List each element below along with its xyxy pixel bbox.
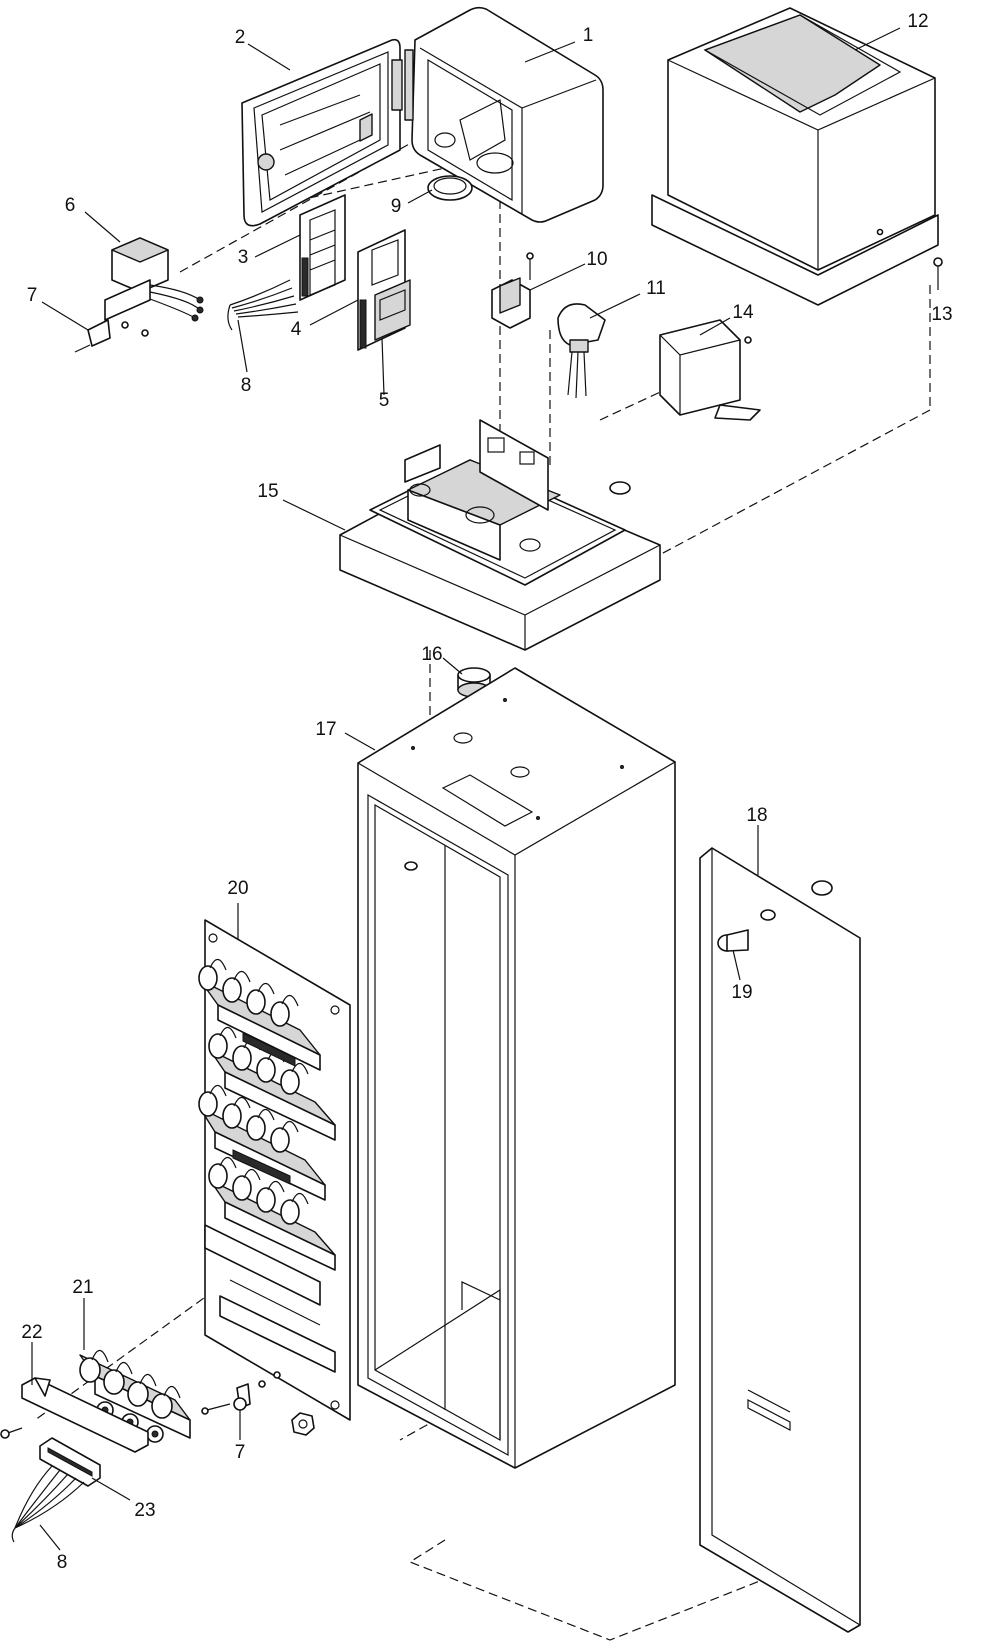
valve-panel-blank-slots (204, 1224, 336, 1373)
sensor-part-11 (557, 303, 606, 399)
connector-part-23 (39, 1437, 101, 1487)
valve-bank-3 (198, 1084, 326, 1201)
callout-2: 2 (235, 27, 246, 48)
callout-16: 16 (421, 644, 442, 665)
callout-13: 13 (931, 304, 952, 325)
callout-23: 23 (134, 1500, 155, 1521)
hex-nut (291, 1412, 315, 1436)
wire-harness-part-8-top (227, 279, 299, 331)
cable-clip-part-7-bottom (201, 1371, 281, 1415)
callout-9: 9 (391, 196, 402, 217)
callout-7-bottom: 7 (235, 1442, 246, 1463)
callout-10: 10 (586, 249, 607, 270)
wire-harness-part-8-bottom (11, 1465, 85, 1543)
callout-14: 14 (732, 302, 754, 323)
callout-labels: 1 2 3 4 5 6 7 8 9 10 11 12 13 14 15 16 1… (21, 11, 952, 1573)
valve-bank-2 (208, 1026, 336, 1141)
cable-gland-part-16 (457, 667, 491, 698)
callout-4: 4 (291, 319, 302, 340)
callout-3: 3 (238, 247, 249, 268)
callout-12: 12 (907, 11, 928, 32)
valve-bank-4 (208, 1156, 336, 1271)
protective-hood-part-12 (651, 7, 939, 306)
callout-20: 20 (227, 878, 248, 899)
callout-11: 11 (646, 278, 666, 299)
valve-bank-part-21 (79, 1349, 191, 1443)
screw-part-13 (933, 257, 943, 290)
callout-6: 6 (65, 195, 76, 216)
callout-15: 15 (257, 481, 278, 502)
relay-module-part-5 (374, 279, 411, 341)
callout-17: 17 (315, 719, 336, 740)
callout-22: 22 (21, 1322, 42, 1343)
callout-8-top: 8 (241, 375, 252, 396)
callout-18: 18 (746, 805, 767, 826)
valve-bank-1 (198, 958, 321, 1071)
callout-8-bottom: 8 (57, 1552, 68, 1573)
callout-1: 1 (583, 25, 594, 46)
grommet-part-9 (427, 175, 473, 201)
base-tray-part-15 (339, 419, 661, 651)
enclosure-body-part-1 (404, 6, 604, 223)
mounting-bracket-part-22 (0, 1377, 149, 1453)
transformer-part-6 (104, 237, 204, 322)
cabinet-body-part-17 (357, 667, 676, 1469)
bracket-cover-part-14 (659, 319, 761, 421)
cabinet-lock-part-19 (717, 909, 776, 952)
terminal-board-part-3 (299, 194, 346, 301)
callout-19: 19 (731, 982, 752, 1003)
cable-clip-part-7-top (74, 319, 149, 353)
callout-5: 5 (379, 390, 390, 411)
callout-21: 21 (72, 1277, 93, 1298)
enclosure-door-part-2 (241, 38, 403, 227)
callout-7-top: 7 (27, 285, 38, 306)
callout-leaders (31, 27, 901, 1551)
cabinet-door-part-18 (699, 847, 861, 1633)
connector-block-part-10 (491, 252, 534, 329)
